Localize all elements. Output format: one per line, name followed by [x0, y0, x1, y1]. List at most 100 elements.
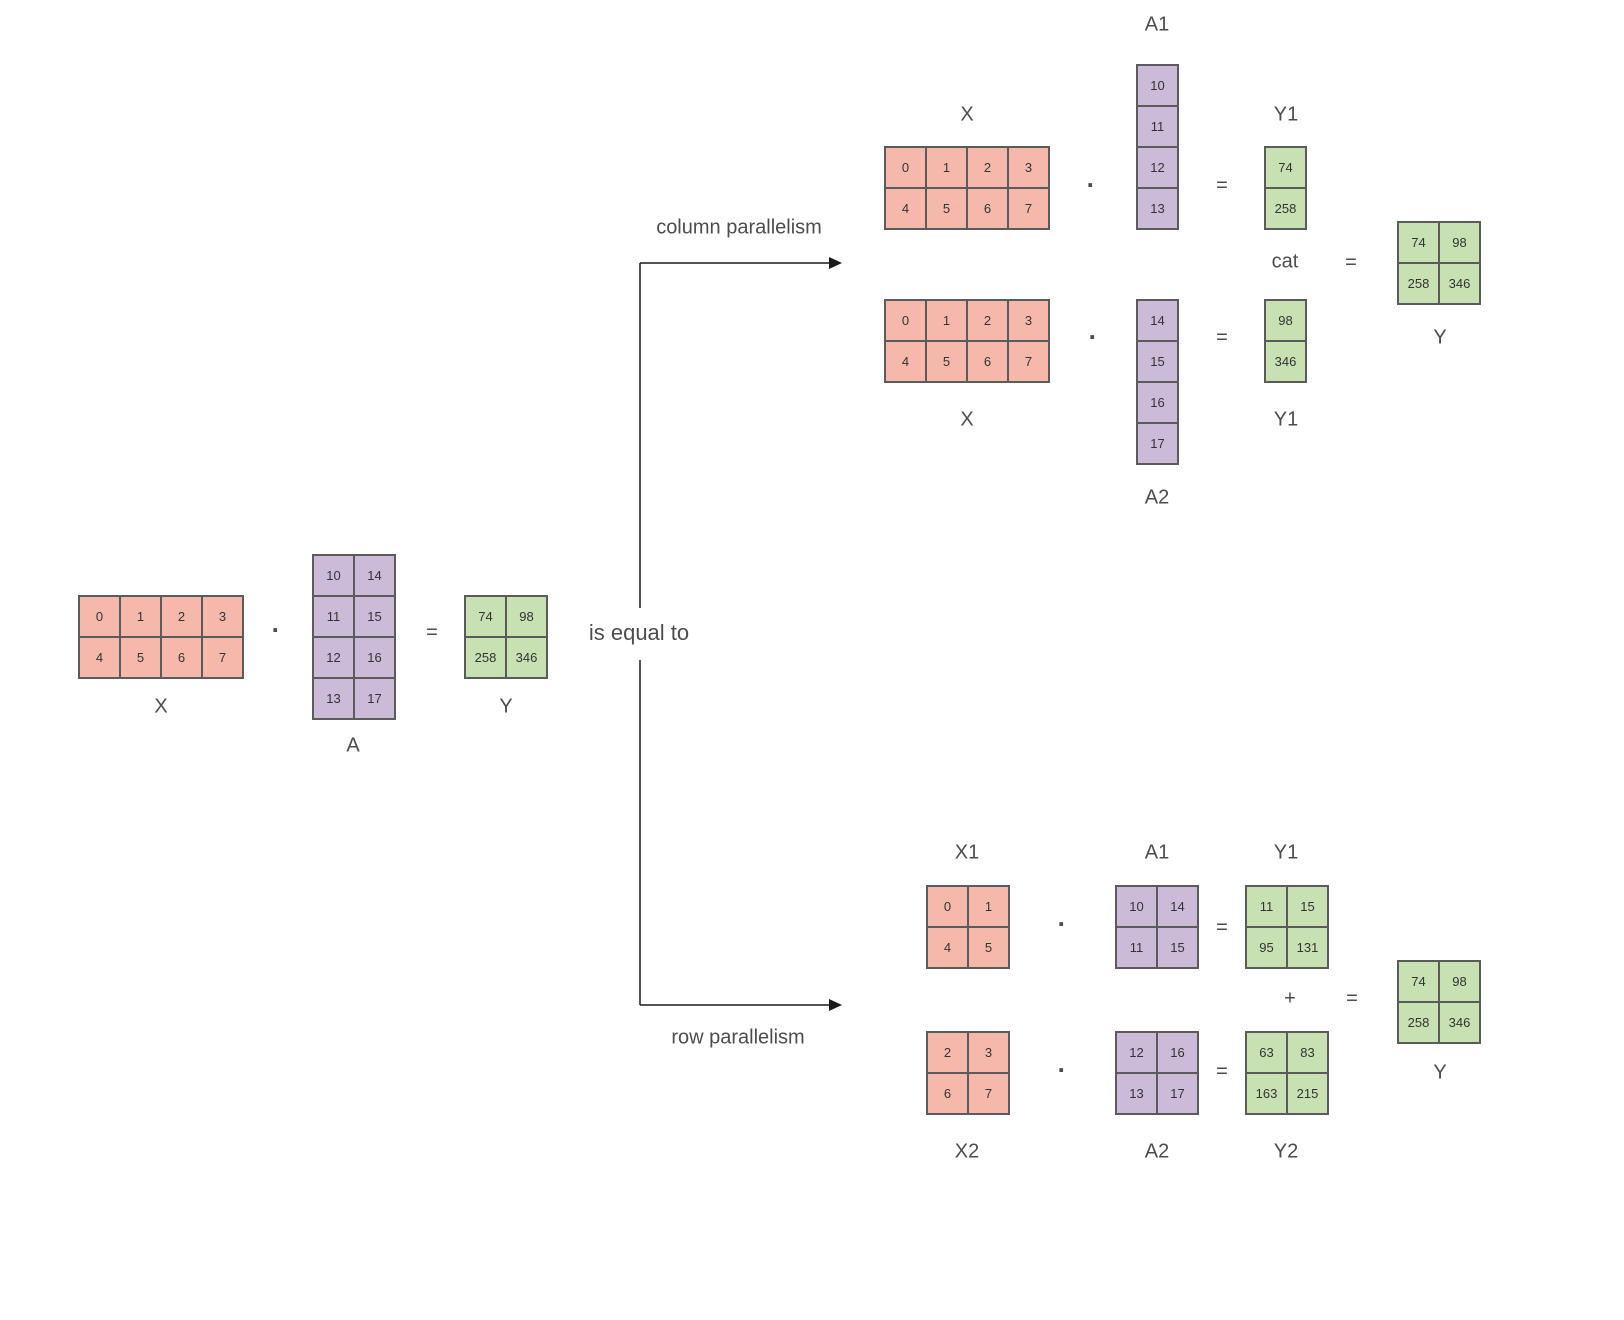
matrix-cell: 0 [885, 300, 926, 341]
label-a2: A2 [1144, 486, 1170, 509]
matrix-cell: 15 [354, 596, 395, 637]
label-y2: Y2 [1273, 1140, 1299, 1163]
matrix-cell: 5 [968, 927, 1009, 968]
matrix-cell: 14 [354, 555, 395, 596]
matrix-cell: 98 [1265, 300, 1306, 341]
matrix-cell: 7 [968, 1073, 1009, 1114]
operator-equals: = [1216, 1060, 1228, 1083]
operator-dot: · [1057, 908, 1067, 939]
matrix-cell: 98 [1439, 961, 1480, 1002]
operator-dot: · [1057, 1054, 1067, 1085]
matrix-cell: 16 [1137, 382, 1178, 423]
matrix-cell: 258 [1265, 188, 1306, 229]
matrix-cell: 4 [79, 637, 120, 678]
matrix-cell: 346 [1265, 341, 1306, 382]
matrix-cell: 98 [506, 596, 547, 637]
matrix-cell: 15 [1157, 927, 1198, 968]
matrix-cell: 1 [120, 596, 161, 637]
matrix-cell: 17 [1137, 423, 1178, 464]
matrix-cell: 11 [1246, 886, 1287, 927]
matrix-cell: 3 [968, 1032, 1009, 1073]
label-column-parallelism: column parallelism [656, 216, 822, 239]
operator-equals: = [1216, 326, 1228, 349]
matrix-cell: 4 [885, 188, 926, 229]
matrix-cell: 83 [1287, 1032, 1328, 1073]
label-y1: Y1 [1273, 841, 1299, 864]
matrix-cell: 16 [1157, 1032, 1198, 1073]
matrix-cell: 2 [967, 147, 1008, 188]
matrix-cell: 2 [967, 300, 1008, 341]
matrix-cell: 215 [1287, 1073, 1328, 1114]
label-x: X [154, 695, 168, 718]
matrix-cell: 0 [885, 147, 926, 188]
matrix-cell: 12 [313, 637, 354, 678]
matrix-cell: 7 [202, 637, 243, 678]
matrix-cell: 63 [1246, 1032, 1287, 1073]
operator-dot: · [1086, 169, 1096, 200]
label-a1: A1 [1144, 13, 1170, 36]
label-y: Y [499, 695, 513, 718]
matrix-cell: 6 [967, 341, 1008, 382]
matrix-cell: 258 [465, 637, 506, 678]
matrix-cell: 11 [1137, 106, 1178, 147]
operator-equals: = [426, 621, 438, 644]
label-y1-bottom: Y1 [1273, 408, 1299, 431]
matrix-cell: 10 [313, 555, 354, 596]
matrix-cell: 10 [1116, 886, 1157, 927]
matrix-cell: 10 [1137, 65, 1178, 106]
operator-equals: = [1216, 916, 1228, 939]
matrix-cell: 258 [1398, 263, 1439, 304]
operator-dot: · [271, 614, 281, 645]
matrix-cell: 11 [313, 596, 354, 637]
matrix-cell: 0 [79, 596, 120, 637]
matrix-cell: 5 [926, 341, 967, 382]
matrix-cell: 16 [354, 637, 395, 678]
matrix-cell: 258 [1398, 1002, 1439, 1043]
matrix-cell: 6 [967, 188, 1008, 229]
matrix-cell: 3 [1008, 147, 1049, 188]
matrix-cell: 3 [202, 596, 243, 637]
label-x-bottom: X [960, 408, 974, 431]
matrix-cell: 1 [926, 147, 967, 188]
matrix-cell: 5 [120, 637, 161, 678]
matrix-cell: 0 [927, 886, 968, 927]
operator-plus: + [1284, 987, 1296, 1010]
matrix-cell: 13 [313, 678, 354, 719]
matrix-cell: 2 [927, 1032, 968, 1073]
operator-equals: = [1346, 987, 1358, 1010]
matrix-cell: 163 [1246, 1073, 1287, 1114]
matrix-cell: 74 [1265, 147, 1306, 188]
label-cat: cat [1271, 250, 1299, 273]
matrix-cell: 346 [1439, 1002, 1480, 1043]
matrix-cell: 74 [465, 596, 506, 637]
label-a2: A2 [1144, 1140, 1170, 1163]
matrix-cell: 12 [1116, 1032, 1157, 1073]
label-x-top: X [960, 103, 974, 126]
matrix-cell: 4 [927, 927, 968, 968]
matrix-cell: 7 [1008, 188, 1049, 229]
matrix-cell: 131 [1287, 927, 1328, 968]
matrix-cell: 74 [1398, 961, 1439, 1002]
matrix-cell: 15 [1137, 341, 1178, 382]
matrix-cell: 11 [1116, 927, 1157, 968]
matrix-cell: 1 [926, 300, 967, 341]
operator-equals: = [1216, 174, 1228, 197]
matrix-cell: 17 [1157, 1073, 1198, 1114]
